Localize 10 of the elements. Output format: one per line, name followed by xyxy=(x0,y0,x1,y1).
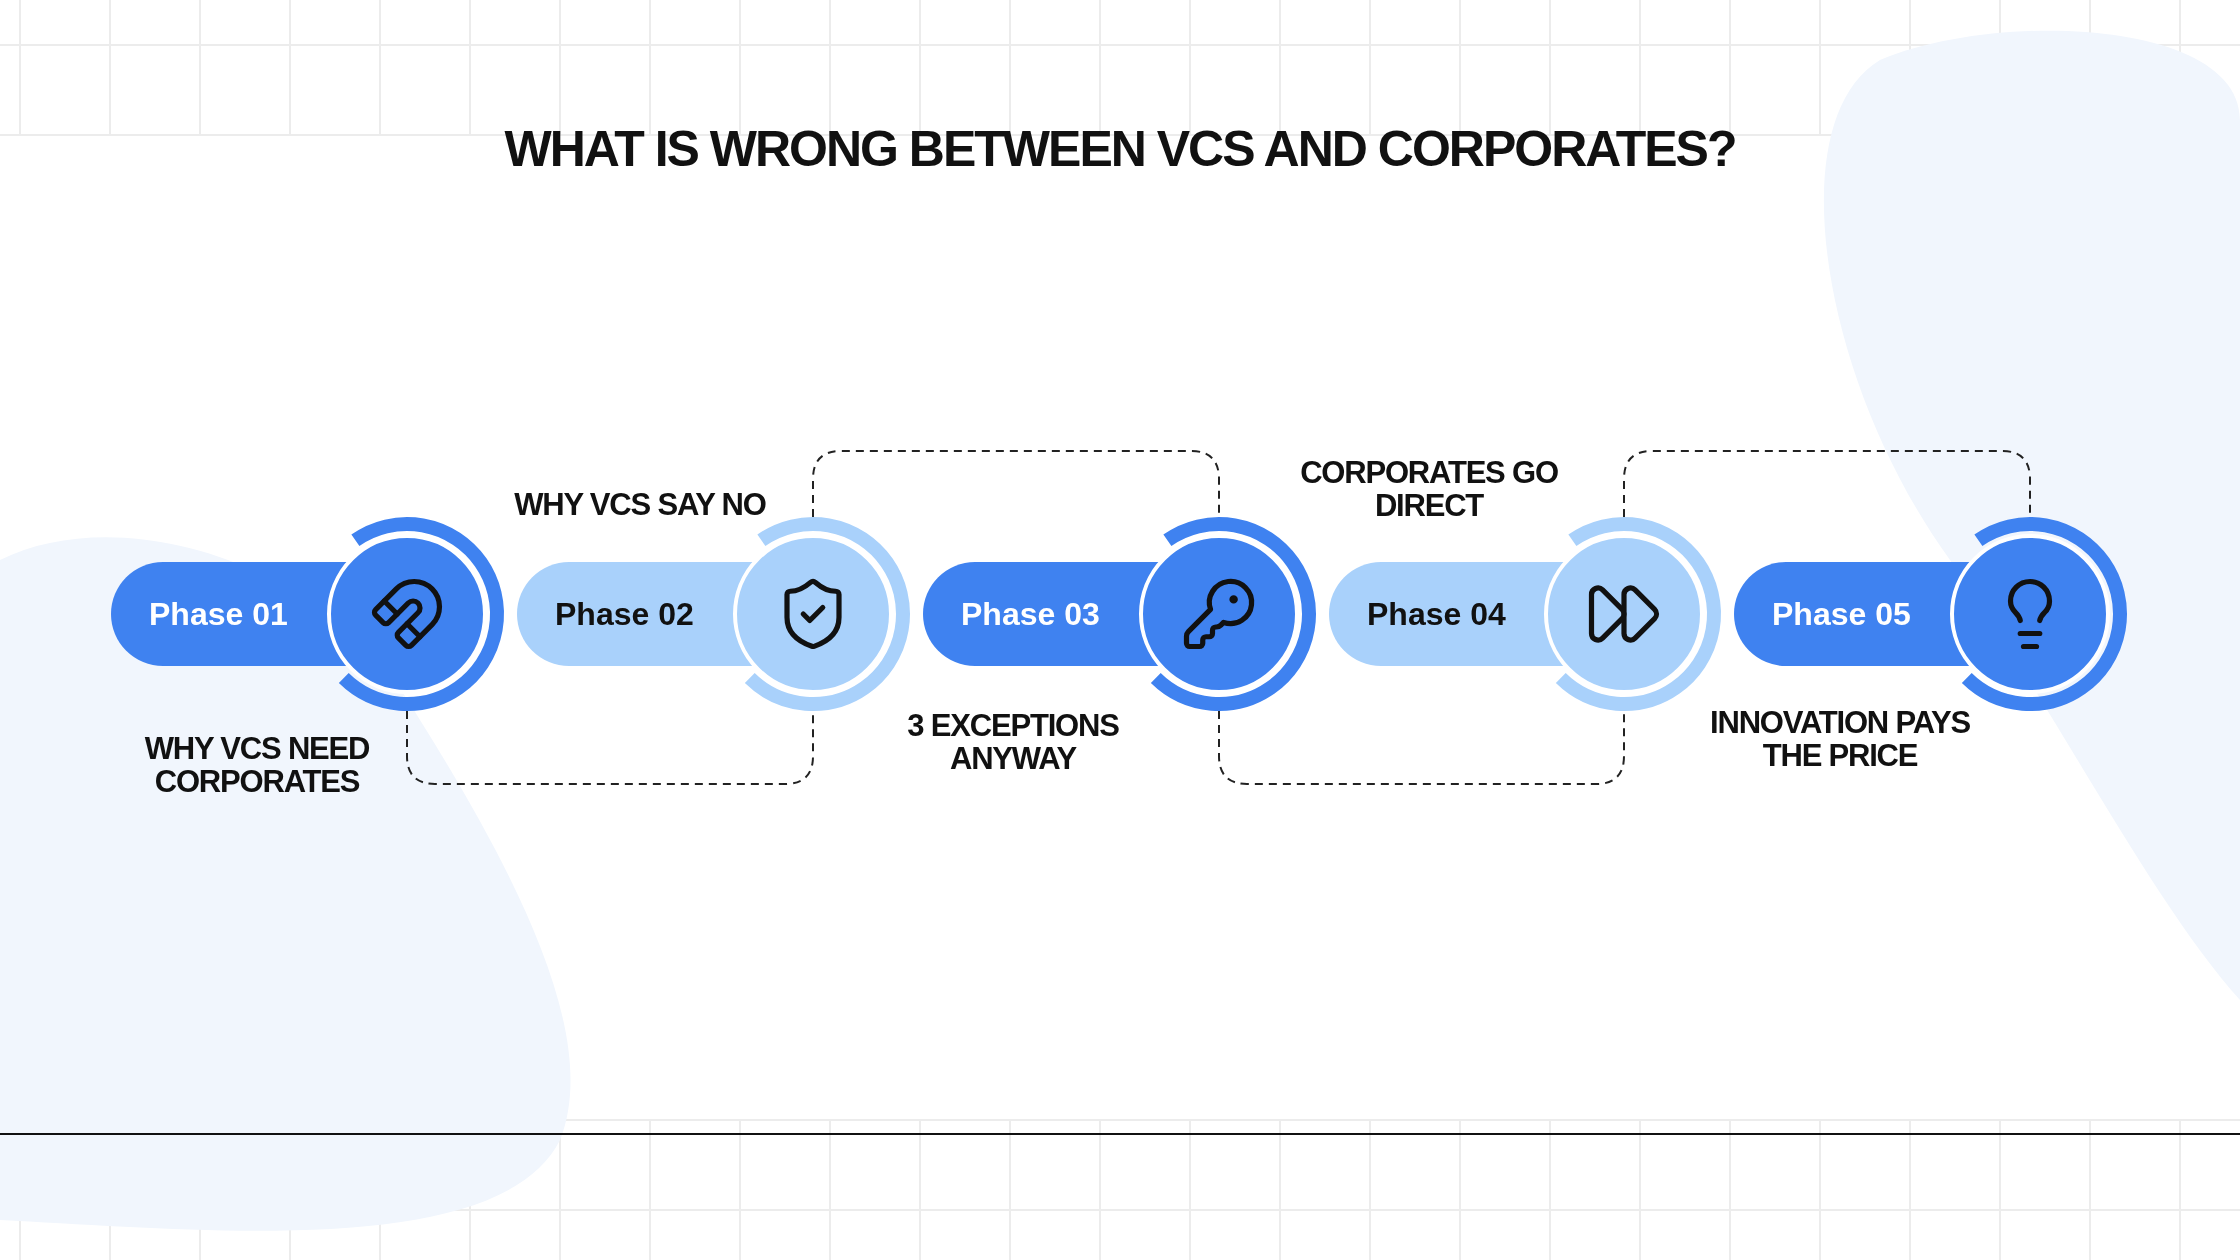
phase-caption: 3 EXCEPTIONS ANYWAY xyxy=(906,710,1120,776)
phase-caption: INNOVATION PAYS THE PRICE xyxy=(1709,707,1971,773)
phase-caption: CORPORATES GO DIRECT xyxy=(1299,456,1559,522)
dashed-connector xyxy=(1218,710,1625,785)
title: WHAT IS WRONG BETWEEN VCS AND CORPORATES? xyxy=(503,120,1737,178)
dashed-connector xyxy=(1623,450,2031,518)
phase-caption: WHY VCS NEED CORPORATES xyxy=(143,733,371,799)
dashed-connector xyxy=(406,710,814,785)
dashed-connector xyxy=(812,450,1220,518)
phase-caption: WHY VCS SAY NO xyxy=(513,489,767,522)
